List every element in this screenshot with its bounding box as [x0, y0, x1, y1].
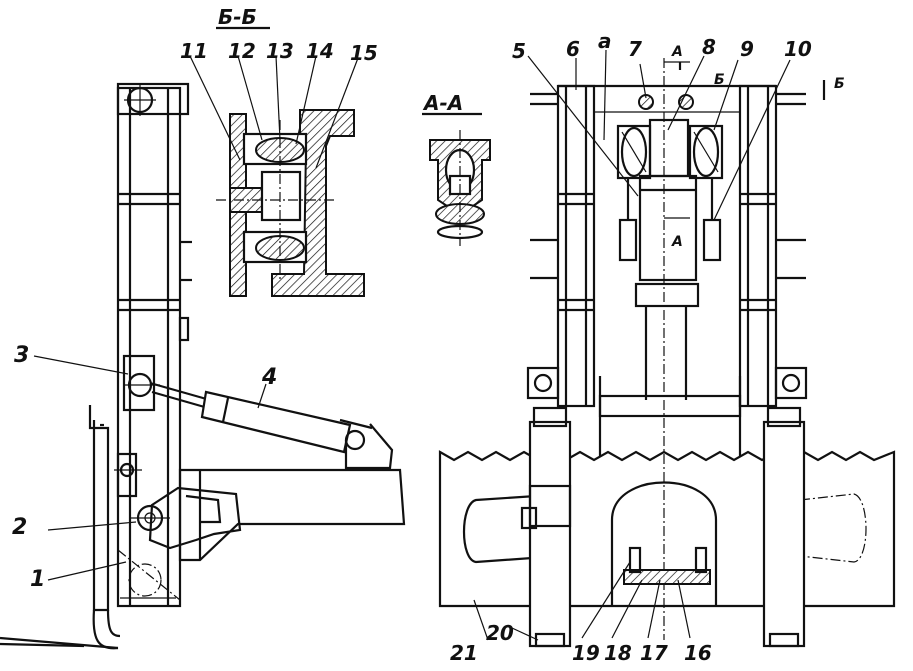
- callout-8: 8: [702, 35, 716, 59]
- section-mark-b-top: Б: [714, 72, 725, 88]
- carriage-plate: [438, 450, 896, 608]
- callout-9: 9: [740, 37, 754, 61]
- side-view: [0, 82, 406, 650]
- callout-6: 6: [566, 37, 580, 61]
- labels: Б-Б А-А 11 12 13 14 15 3 4 2 1 5 6 а 7 А…: [12, 5, 845, 665]
- callout-1: 1: [30, 567, 45, 592]
- dimension-a: а: [598, 29, 612, 53]
- section-bb-title: Б-Б: [218, 5, 257, 29]
- lift-cylinder: [634, 94, 700, 400]
- section-mark-a-top: А: [671, 44, 683, 60]
- right-fork-carrier: [762, 406, 806, 648]
- left-fork-carrier: [520, 406, 572, 648]
- callout-2: 2: [12, 515, 27, 540]
- fork-latch: [114, 452, 242, 550]
- callout-5: 5: [512, 39, 526, 63]
- cylinder-base: [623, 569, 711, 585]
- callout-14: 14: [306, 39, 334, 63]
- section-mark-a-bottom: А: [671, 234, 683, 250]
- chain-anchor-left: [618, 218, 638, 262]
- callout-10: 10: [784, 37, 812, 61]
- carriage-body: [178, 468, 406, 562]
- fork-arm: [0, 405, 181, 650]
- chain-anchor-right: [702, 218, 722, 262]
- callout-20: 20: [486, 621, 514, 645]
- section-aa-title: А-А: [422, 91, 463, 115]
- tilt-cylinder: [149, 381, 394, 470]
- callout-13: 13: [266, 39, 294, 63]
- callout-3: 3: [14, 343, 29, 368]
- section-aa: [422, 112, 491, 246]
- callout-16: 16: [684, 641, 712, 665]
- section-bb: [216, 26, 365, 297]
- callout-12: 12: [228, 39, 256, 63]
- callout-7: 7: [628, 37, 642, 61]
- section-mark-b-right: Б: [834, 76, 845, 92]
- front-view: [438, 58, 896, 648]
- callout-4: 4: [261, 365, 277, 390]
- callout-21: 21: [450, 641, 478, 665]
- callout-19: 19: [572, 641, 600, 665]
- right-mast: [738, 84, 778, 408]
- callout-17: 17: [640, 641, 668, 665]
- mast-column: [116, 86, 182, 608]
- callout-18: 18: [604, 641, 632, 665]
- callout-11: 11: [180, 39, 208, 63]
- chain-rollers: [616, 124, 724, 180]
- callout-15: 15: [350, 41, 378, 65]
- leader-lines: [33, 49, 791, 641]
